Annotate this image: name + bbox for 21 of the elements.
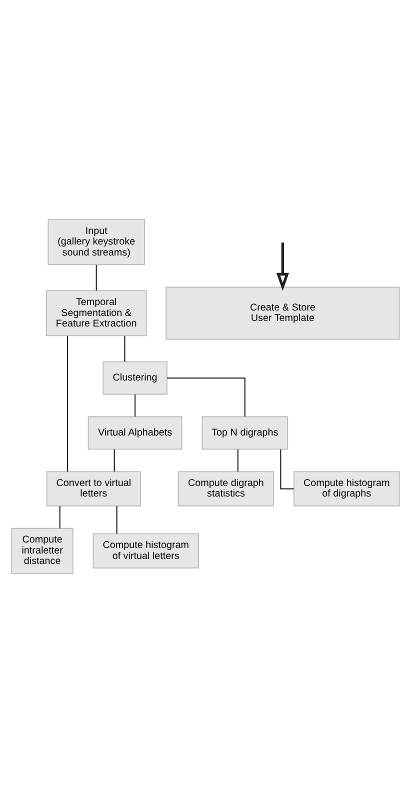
connector: [96, 264, 97, 290]
connector: [167, 377, 246, 416]
node-box: Convert to virtual letters: [46, 470, 141, 506]
node-box: Clustering: [102, 360, 168, 394]
node-box: Compute histogram of virtual letters: [92, 532, 199, 568]
node-box: Create & Store User Template: [166, 286, 400, 340]
node-box: Virtual Alphabets: [88, 416, 182, 450]
node-box: Temporal Segmentation & Feature Extraction: [46, 290, 147, 336]
connector: [116, 506, 118, 534]
node-box: Compute histogram of digraphs: [294, 470, 400, 506]
connector: [59, 506, 60, 528]
node-box: Compute intraletter distance: [11, 527, 74, 574]
node-box: Top N digraphs: [202, 416, 288, 450]
connector: [134, 394, 136, 416]
connector: [67, 335, 68, 472]
arrow: [276, 242, 290, 290]
node-box: Compute digraph statistics: [178, 470, 274, 506]
connector: [237, 448, 238, 471]
connector: [114, 448, 115, 471]
connector: [124, 335, 126, 362]
node-box: Input (gallery keystroke sound streams): [48, 218, 145, 265]
